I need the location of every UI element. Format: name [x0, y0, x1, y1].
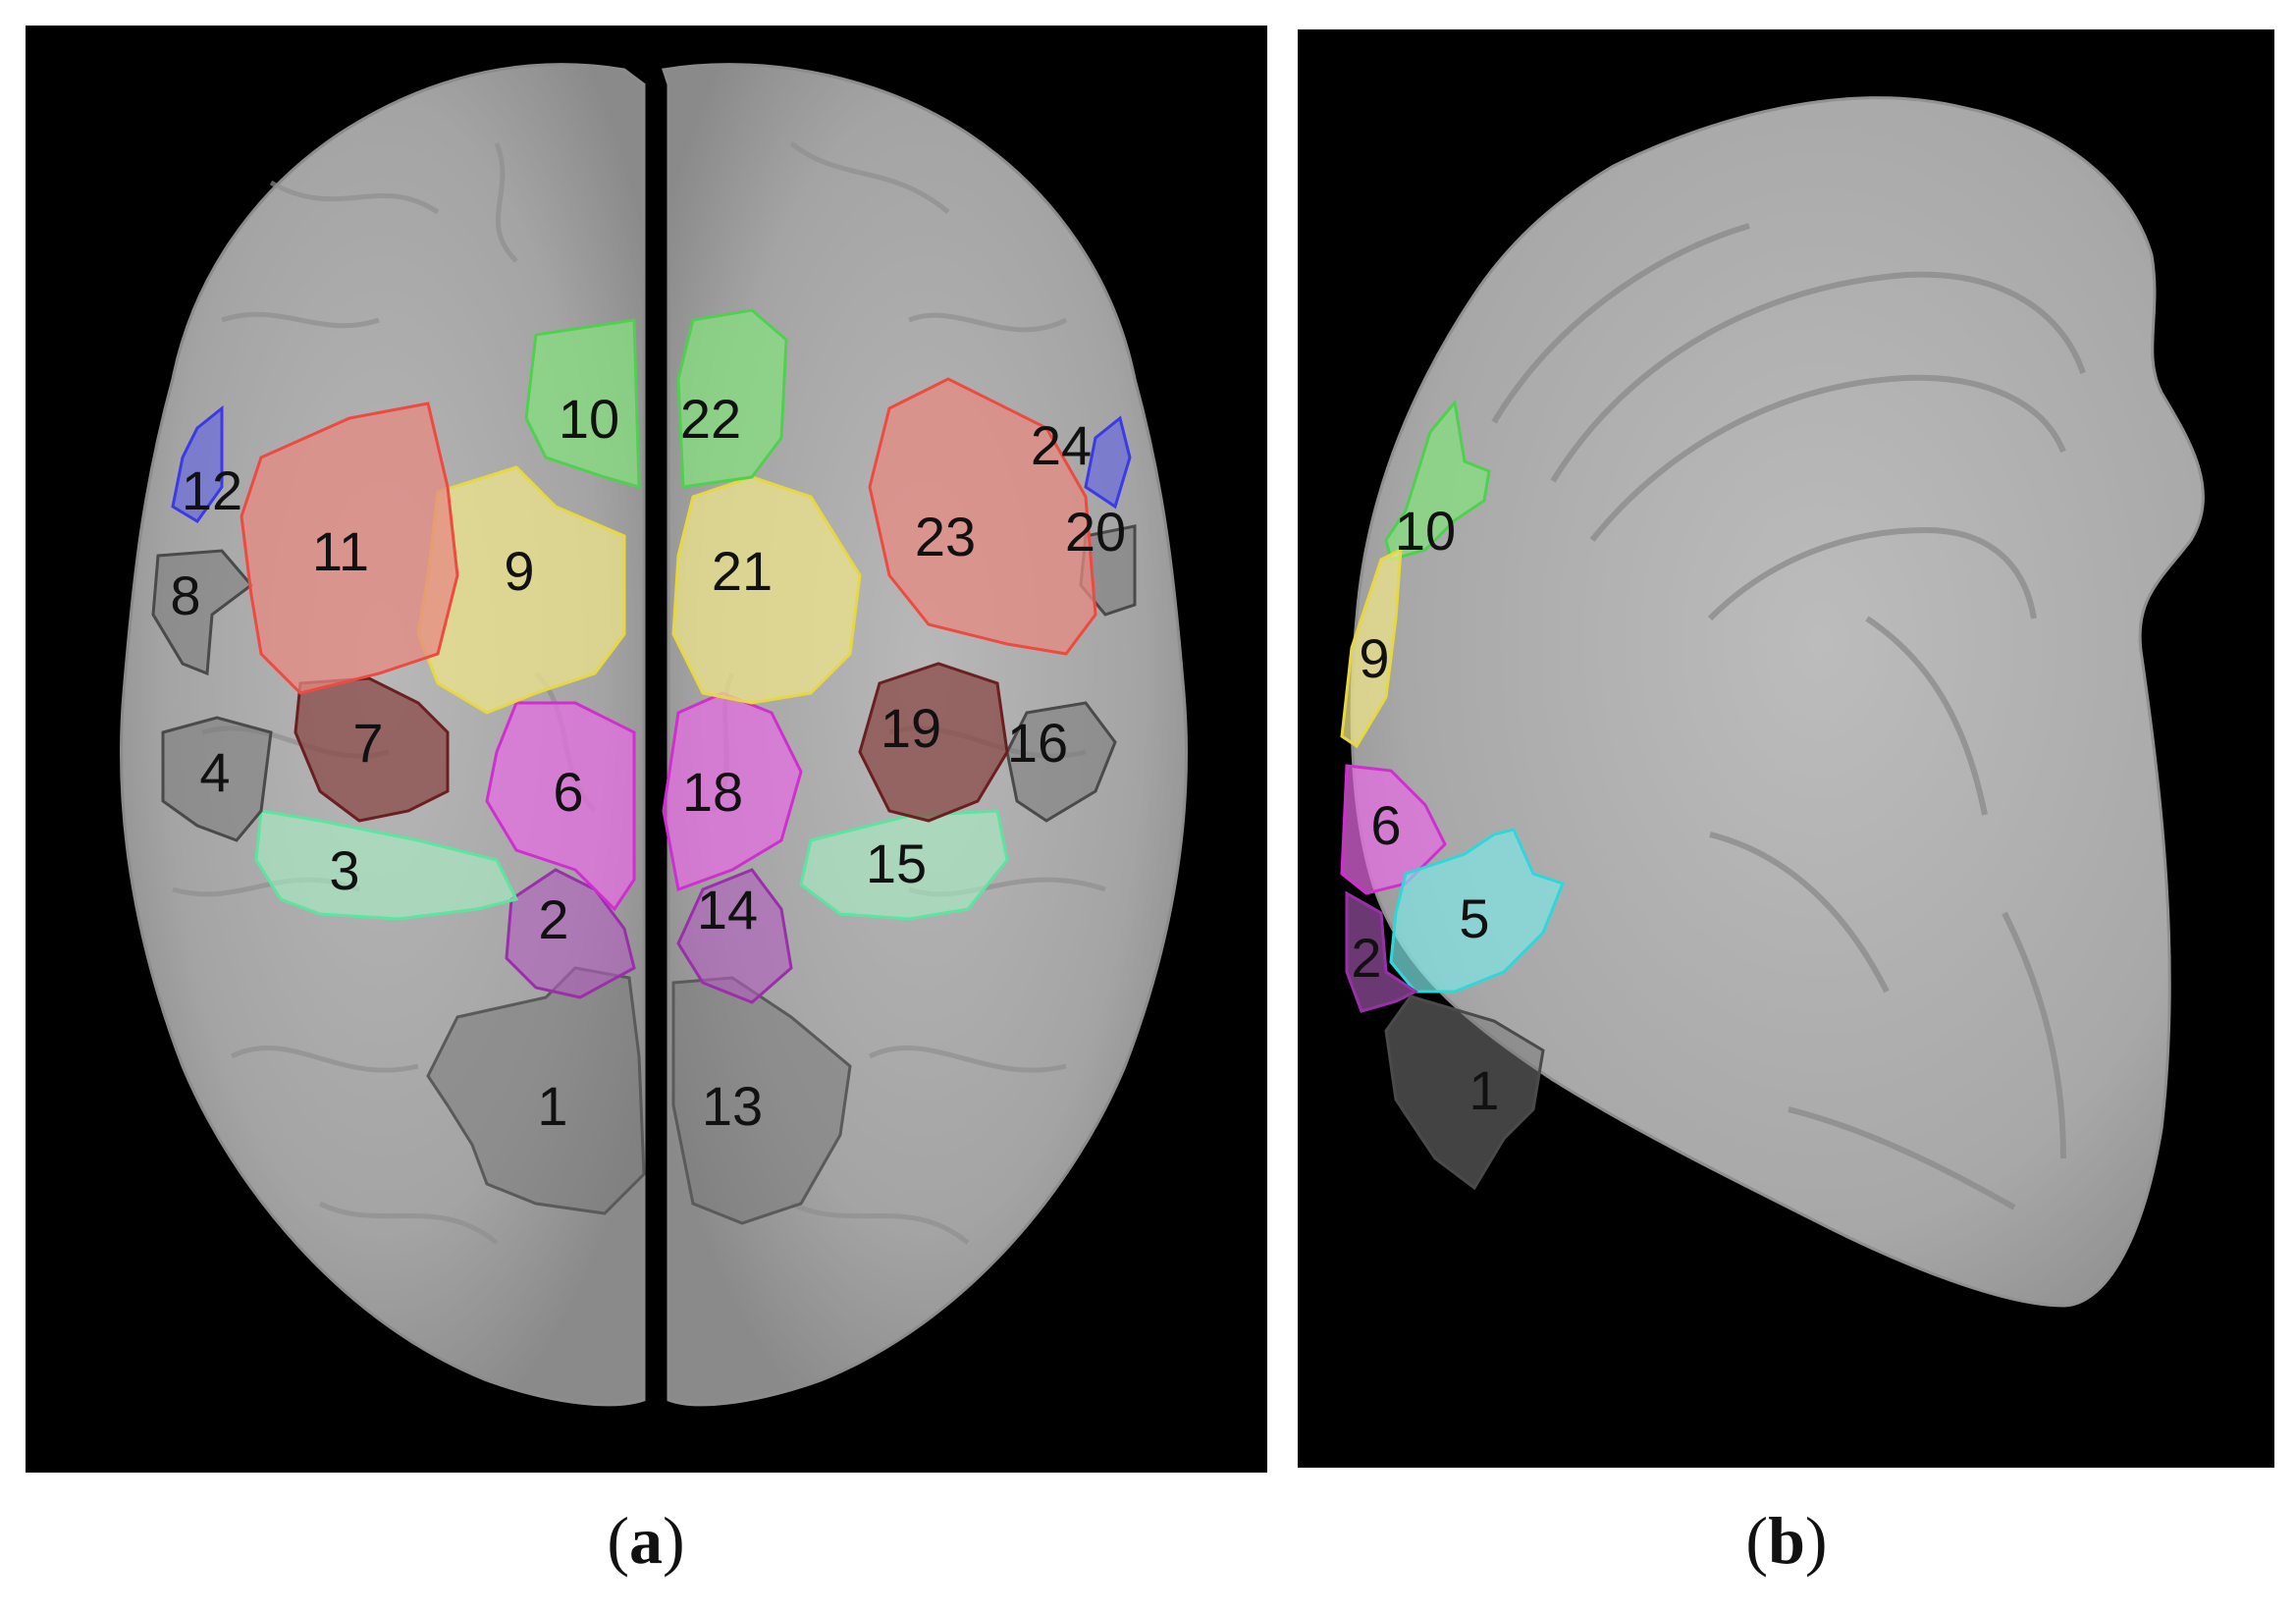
- label-20: 20: [1065, 501, 1126, 563]
- label-23: 23: [915, 506, 976, 567]
- label-8: 8: [170, 564, 200, 626]
- brain-top-view-image: 1 2 3 4 6 7 8 9 10 11 12 13 14 15 16 18 …: [120, 63, 1188, 1407]
- caption-b-letter: b: [1768, 1503, 1805, 1578]
- label-21: 21: [712, 540, 773, 602]
- caption-a-open: (: [607, 1503, 629, 1578]
- region-2-left: [505, 868, 636, 999]
- label-3: 3: [329, 839, 359, 901]
- region-10-medial: [1384, 399, 1491, 562]
- label-19: 19: [881, 697, 941, 759]
- brain-medial-view-panel: 10 9 6 5 2 1: [1298, 29, 2274, 1468]
- region-12-left: [171, 404, 224, 523]
- label-6: 6: [553, 761, 583, 823]
- label-4: 4: [199, 741, 230, 803]
- region-5-medial: [1389, 828, 1565, 993]
- region-2-medial: [1345, 890, 1418, 1013]
- region-13-right: [671, 976, 852, 1225]
- label-9: 9: [504, 540, 534, 602]
- region-14-right: [676, 868, 793, 1004]
- caption-b-close: ): [1804, 1503, 1828, 1578]
- region-7-left: [294, 676, 450, 823]
- brain-top-view-panel: 1 2 3 4 6 7 8 9 10 11 12 13 14 15 16 18 …: [26, 26, 1267, 1473]
- label-22: 22: [680, 388, 741, 450]
- caption-b: (b): [1688, 1502, 1885, 1580]
- region-6-left: [485, 701, 636, 912]
- region-11-left: [240, 402, 459, 695]
- region-1-medial: [1384, 994, 1545, 1191]
- region-19-right: [858, 662, 1009, 823]
- region-4-left: [161, 716, 273, 842]
- region-23-right: [868, 377, 1097, 656]
- label-7: 7: [352, 712, 383, 774]
- region-6-medial: [1340, 764, 1447, 895]
- region-21-right: [671, 475, 862, 705]
- region-10-left: [524, 318, 641, 490]
- label-16: 16: [1007, 712, 1068, 774]
- medial-label-1: 1: [1468, 1059, 1499, 1121]
- label-12: 12: [182, 459, 242, 521]
- caption-a: (a): [548, 1502, 744, 1580]
- label-1: 1: [537, 1075, 567, 1137]
- medial-label-10: 10: [1395, 500, 1456, 562]
- label-18: 18: [682, 761, 743, 823]
- label-15: 15: [866, 832, 927, 894]
- label-10: 10: [559, 388, 619, 450]
- caption-b-open: (: [1745, 1503, 1769, 1578]
- region-16-right: [1005, 701, 1117, 823]
- brain-medial-view-image: 10 9 6 5 2 1: [1340, 96, 2205, 1308]
- label-24: 24: [1031, 414, 1092, 476]
- medial-label-9: 9: [1359, 627, 1389, 689]
- region-8-left: [151, 549, 254, 676]
- medial-label-6: 6: [1370, 794, 1401, 856]
- label-14: 14: [697, 879, 758, 940]
- medial-sulci-texture: [1491, 223, 2086, 1210]
- caption-a-letter: a: [629, 1503, 663, 1578]
- region-22-right: [676, 308, 788, 489]
- region-9-medial: [1340, 547, 1403, 749]
- caption-a-close: ): [663, 1503, 685, 1578]
- label-11: 11: [312, 520, 369, 582]
- region-3-left: [254, 809, 519, 921]
- medial-label-2: 2: [1351, 927, 1381, 989]
- label-13: 13: [702, 1075, 763, 1137]
- medial-label-5: 5: [1459, 887, 1489, 949]
- region-24-right: [1084, 415, 1132, 510]
- label-2: 2: [538, 888, 568, 950]
